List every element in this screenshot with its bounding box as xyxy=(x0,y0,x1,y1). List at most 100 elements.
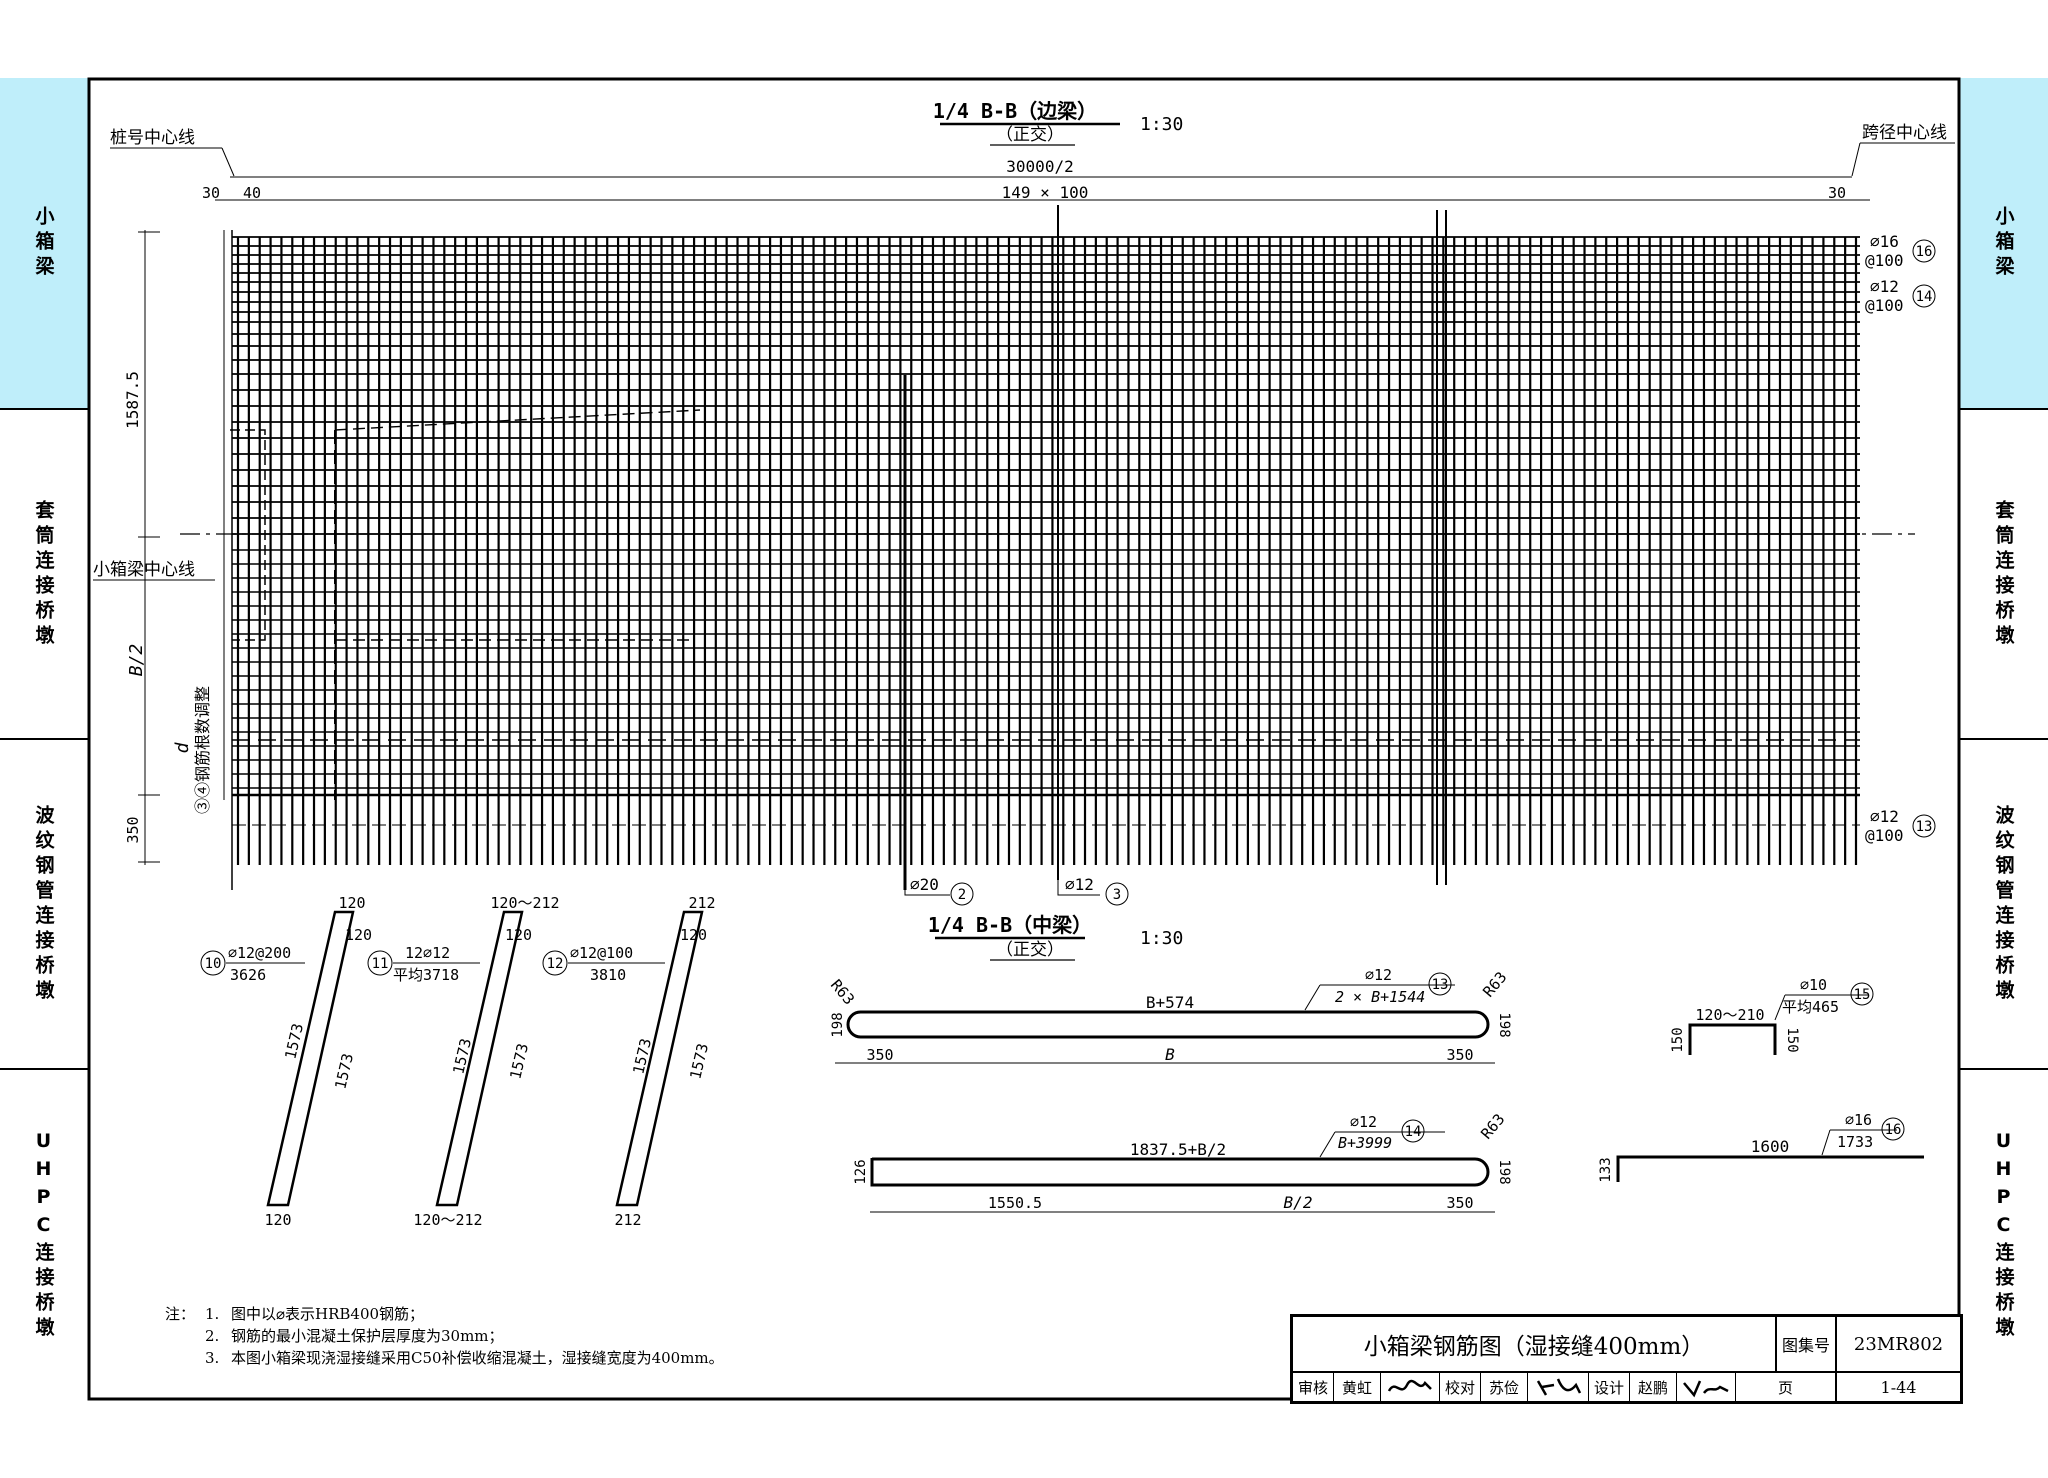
bar14-seg1: 1550.5 xyxy=(988,1194,1042,1212)
bar16-num-circle xyxy=(1912,239,1936,263)
dim-spacing: 149 × 100 xyxy=(1002,183,1089,202)
bar3-num: 3 xyxy=(1113,887,1121,903)
taper-dash-top xyxy=(334,409,701,431)
bar15-shape xyxy=(1688,1023,1777,1055)
girder-center-line-label: 小箱梁中心线 xyxy=(93,560,195,580)
bar13-shape xyxy=(846,1010,1490,1039)
design-label: 设计 xyxy=(1589,1373,1630,1401)
bar3-spec: ⌀12 xyxy=(1065,875,1094,894)
review-signature xyxy=(1381,1373,1440,1401)
bar3-num-circle xyxy=(1105,882,1129,906)
pile-center-line-leader-slant xyxy=(221,147,235,177)
bar13-seg2: B xyxy=(1165,1045,1175,1064)
review-name: 黄虹 xyxy=(1334,1373,1381,1401)
bar10-num-circle xyxy=(200,950,226,976)
page-number: 1-44 xyxy=(1880,1377,1917,1397)
check-name: 苏俭 xyxy=(1481,1373,1528,1401)
bar16-hook: 133 xyxy=(1598,1157,1614,1182)
bar13-spec: ⌀12 xyxy=(1365,966,1392,984)
check-signature xyxy=(1528,1373,1589,1401)
bar14-spec: ⌀12 xyxy=(1350,1113,1377,1131)
note-num: 1. xyxy=(205,1305,220,1323)
check-label: 校对 xyxy=(1440,1373,1481,1401)
rebar-count-note: ③④钢筋根数调整 xyxy=(193,686,212,814)
bar14-upper: 1837.5+B/2 xyxy=(1130,1140,1226,1159)
span-center-line-leader-slant xyxy=(1851,142,1861,177)
bar12-shape xyxy=(615,910,704,1207)
bar2-num-circle xyxy=(950,882,974,906)
bar13-radius: R63 xyxy=(827,976,858,1008)
left-tab-uhpc-pier[interactable]: UHPC连接桥墩 xyxy=(0,1068,88,1402)
bar16-spec-leader-slant xyxy=(1821,1129,1831,1156)
design-signature xyxy=(1677,1373,1736,1401)
bar12-num-circle xyxy=(542,950,568,976)
bar15-num: 15 xyxy=(1854,987,1871,1003)
left-tab-label: 波纹钢管连接桥墩 xyxy=(32,805,55,1005)
bar16-num-circle-detail xyxy=(1881,1117,1905,1141)
bar13-num-circle xyxy=(1428,972,1452,996)
right-tab-small-box-girder[interactable]: 小箱梁 xyxy=(1960,78,2048,408)
bar16-spec-detail: ⌀16 xyxy=(1845,1111,1872,1129)
notes: 注： 1. 图中以⌀表示HRB400钢筋； 2. 钢筋的最小混凝土保护层厚度为3… xyxy=(165,1303,724,1369)
bar13-num-circle xyxy=(1912,814,1936,838)
view1-subtitle: （正交） xyxy=(996,125,1064,145)
view1-scale: 1:30 xyxy=(1140,114,1183,135)
bar14-num: 14 xyxy=(1916,289,1933,305)
sheet-frame xyxy=(87,77,1961,1401)
bar15-num-circle xyxy=(1850,982,1874,1006)
bar10-top-inner: 120 xyxy=(345,926,372,944)
dim-1587: 1587.5 xyxy=(123,371,142,429)
page-label: 页 xyxy=(1736,1373,1837,1401)
bar11-side: 1573 xyxy=(449,1037,475,1076)
review-label: 审核 xyxy=(1293,1373,1334,1401)
left-tab-small-box-girder[interactable]: 小箱梁 xyxy=(0,78,88,408)
left-tab-label: 小箱梁 xyxy=(32,205,55,281)
note-text: 钢筋的最小混凝土保护层厚度为30mm； xyxy=(231,1327,504,1345)
bar16-spacing: @100 xyxy=(1865,251,1904,270)
bar10-num: 10 xyxy=(205,956,222,972)
bar12-side: 1573 xyxy=(629,1037,655,1076)
bar15-width: 120～210 xyxy=(1695,1006,1764,1024)
bar13-height-right: 198 xyxy=(1496,1012,1512,1037)
dim-30-right: 30 xyxy=(1828,184,1846,202)
notes-label: 注： xyxy=(165,1305,196,1323)
bar14-num-circle xyxy=(1912,284,1936,308)
right-tab-corrugated-pier[interactable]: 波纹钢管连接桥墩 xyxy=(1960,738,2048,1070)
bar16-length: 1733 xyxy=(1837,1133,1873,1151)
drawing-title: 小箱梁钢筋图（湿接缝400mm） xyxy=(1293,1317,1777,1373)
bar13-seg1: 350 xyxy=(866,1046,893,1064)
note-text: 图中以⌀表示HRB400钢筋； xyxy=(231,1305,425,1323)
right-tab-sleeve-pier[interactable]: 套筒连接桥墩 xyxy=(1960,408,2048,740)
left-tab-sleeve-pier[interactable]: 套筒连接桥墩 xyxy=(0,408,88,740)
bar14-num: 14 xyxy=(1405,1124,1422,1140)
bar11-num-circle xyxy=(367,950,393,976)
bar13-length: 2 × B+1544 xyxy=(1335,988,1425,1006)
bar14-length: B+3999 xyxy=(1338,1134,1392,1152)
dim-350: 350 xyxy=(124,816,142,843)
left-tab-corrugated-pier[interactable]: 波纹钢管连接桥墩 xyxy=(0,738,88,1070)
stirrup-outline xyxy=(230,429,266,641)
bar13-num: 13 xyxy=(1916,819,1933,835)
bar11-num: 11 xyxy=(372,956,389,972)
bar15-height-left: 150 xyxy=(1670,1027,1686,1052)
bar11-side-2: 1573 xyxy=(506,1042,532,1081)
bar15-height-right: 150 xyxy=(1784,1027,1800,1052)
bar10-bottom: 120 xyxy=(264,1211,291,1229)
bar16-shape xyxy=(1616,1155,1924,1182)
bar10-spec: ⌀12@200 xyxy=(228,944,291,962)
bar13-num: 13 xyxy=(1432,977,1449,993)
bar11-top: 120～212 xyxy=(490,894,559,912)
bar11-shape xyxy=(435,910,524,1207)
left-tab-label: 套筒连接桥墩 xyxy=(32,500,55,650)
view2-subtitle: （正交） xyxy=(996,940,1064,960)
right-tab-label: 套筒连接桥墩 xyxy=(1992,500,2015,650)
bar12-spec: ⌀12@100 xyxy=(570,944,633,962)
bar13-spec: ⌀12 xyxy=(1870,807,1899,826)
bar3-leader xyxy=(1057,880,1100,896)
bar13-radius-right: R63 xyxy=(1479,968,1510,1000)
bar15-length: 平均465 xyxy=(1782,998,1839,1016)
dim-40: 40 xyxy=(243,184,261,202)
bar11-top-inner: 120 xyxy=(505,926,532,944)
right-tab-uhpc-pier[interactable]: UHPC连接桥墩 xyxy=(1960,1068,2048,1402)
